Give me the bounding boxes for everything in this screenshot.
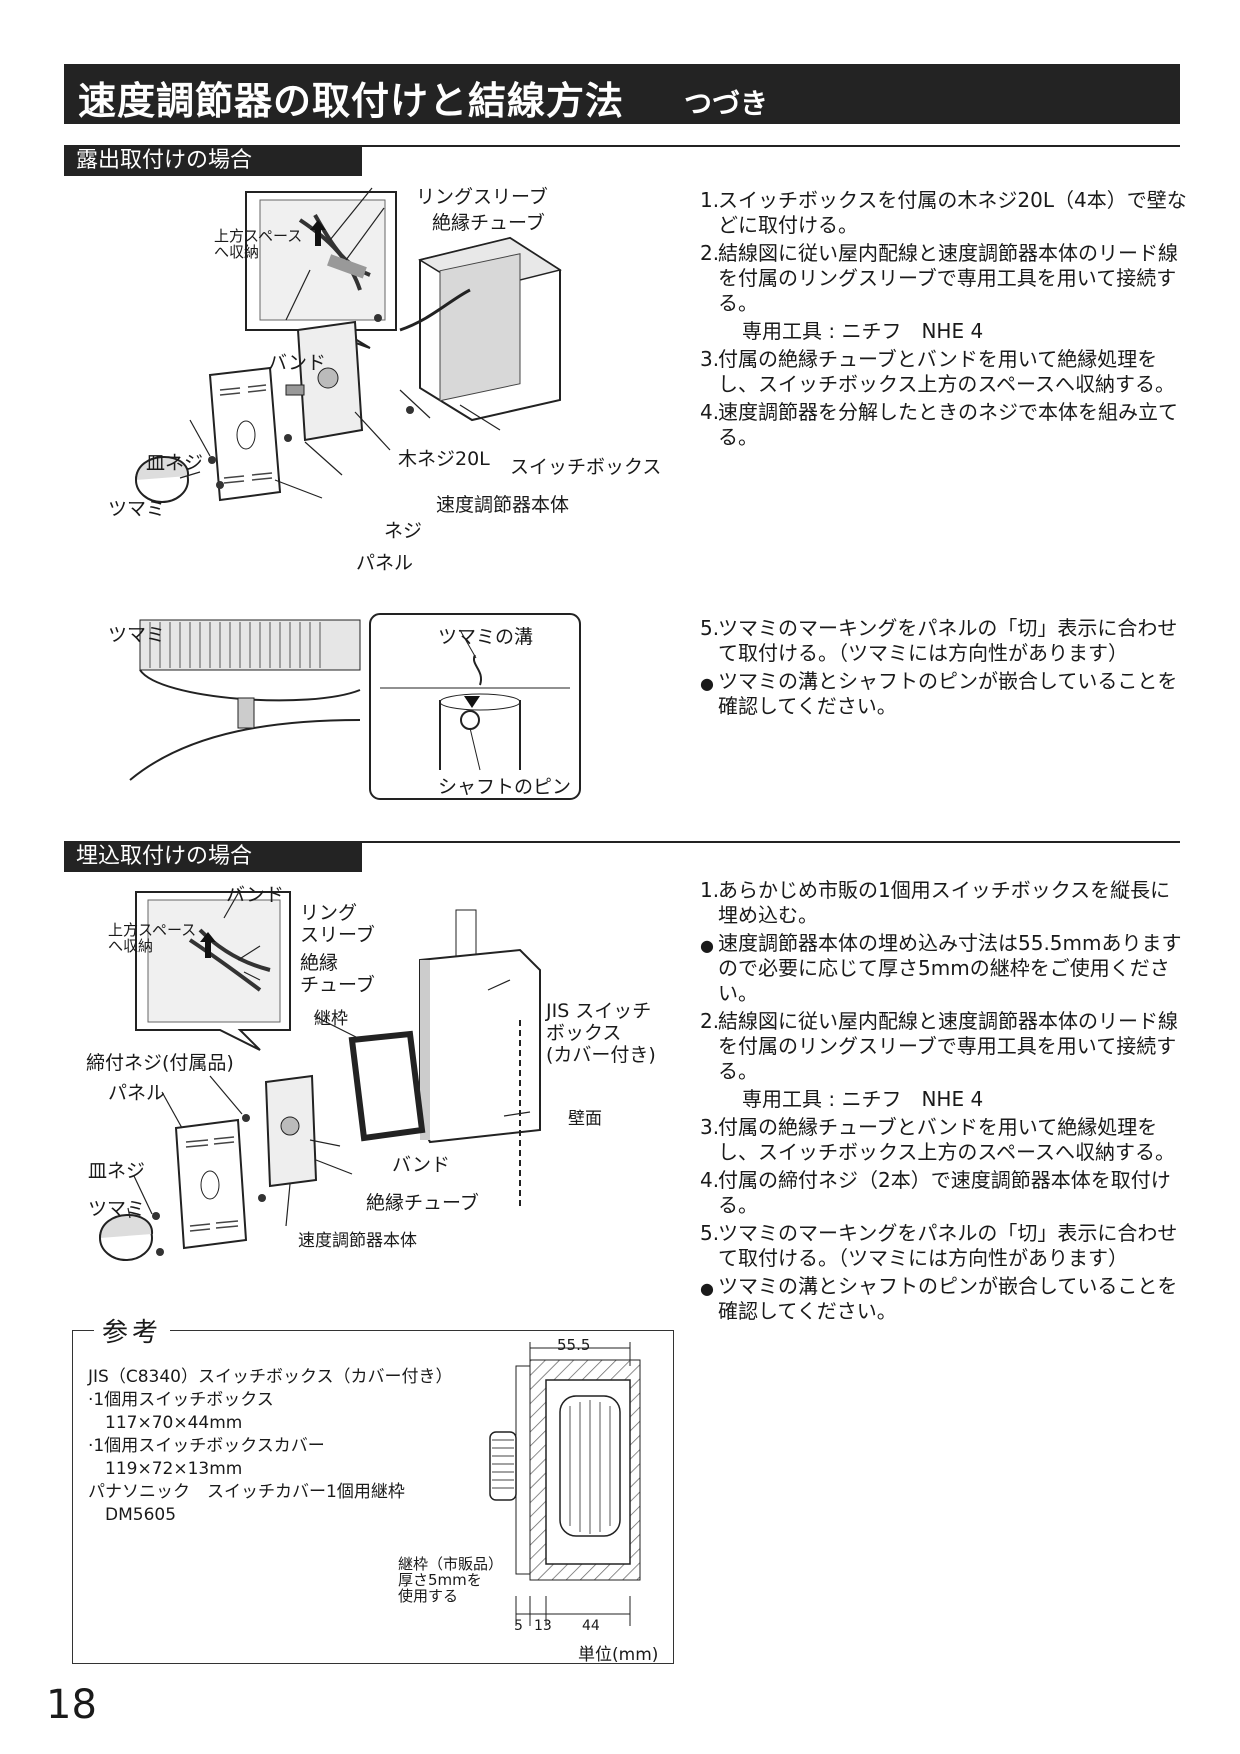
label-insulation-tube-3: 絶縁チューブ (366, 1192, 479, 1214)
label-ring-sleeve-2: リング スリーブ (300, 902, 375, 946)
dimension-44: 44 (582, 1618, 600, 1634)
label-knob: ツマミ (108, 498, 166, 520)
label-flat-screw-2: 皿ネジ (88, 1160, 146, 1182)
label-screw: ネジ (384, 520, 423, 542)
section-rule (64, 841, 1180, 843)
reference-line: JIS（C8340）スイッチボックス（カバー付き） (88, 1367, 453, 1387)
page-subtitle: つづき (684, 87, 769, 120)
reference-line: ·1個用スイッチボックス (88, 1390, 274, 1410)
label-controller-body: 速度調節器本体 (436, 494, 570, 516)
tool-note: 専用工具 : ニチフ NHE 4 (742, 319, 984, 343)
label-panel-2: パネル (108, 1082, 166, 1104)
dimension-5: 5 (514, 1618, 523, 1634)
knob-steps: 5.ツマミのマーキングをパネルの「切」表示に合わせて取付ける。（ツマミには方向性… (700, 616, 1190, 722)
reference-line: DM5605 (88, 1505, 177, 1525)
label-knob-2: ツマミ (88, 1198, 146, 1220)
label-upper-space-2: 上方スペース へ収納 (108, 921, 197, 955)
page-title-bar: 速度調節器の取付けと結線方法 つづき (64, 64, 1180, 124)
step-item: 3.付属の絶縁チューブとバンドを用いて絶縁処理をし、スイッチボックス上方のスペー… (700, 1115, 1175, 1164)
step-item: 5.ツマミのマーキングをパネルの「切」表示に合わせて取付ける。（ツマミには方向性… (700, 616, 1178, 665)
label-jis-box: JIS スイッチ ボックス (カバー付き) (546, 1000, 656, 1066)
label-fastening-screw: 締付ネジ(付属品) (86, 1052, 234, 1074)
label-upper-space: 上方スペース へ収納 (214, 227, 303, 261)
reference-box (72, 1330, 674, 1664)
step-item: 3.付属の絶縁チューブとバンドを用いて絶縁処理をし、スイッチボックス上方のスペー… (700, 347, 1175, 396)
dimension-drawing (489, 1342, 641, 1626)
step-item: 1.スイッチボックスを付属の木ネジ20L（4本）で壁などに取付ける。 (700, 188, 1187, 237)
surface-steps: 1.スイッチボックスを付属の木ネジ20L（4本）で壁などに取付ける。 2.結線図… (700, 188, 1190, 453)
label-band-top: バンド (226, 884, 284, 906)
tool-note: 専用工具 : ニチフ NHE 4 (742, 1087, 984, 1111)
flush-mount-illustration (99, 889, 541, 1261)
bullet-item: ●ツマミの溝とシャフトのピンが嵌合していることを確認してください。 (700, 669, 1178, 718)
dimension-total: 55.5 (557, 1336, 591, 1354)
label-panel: パネル (356, 552, 414, 574)
label-insulation-tube-2: 絶縁 チューブ (300, 952, 375, 996)
reference-line: パナソニック スイッチカバー1個用継枠 (88, 1482, 405, 1502)
reference-title: 参考 (94, 1312, 171, 1349)
dimension-13: 13 (534, 1618, 552, 1634)
frame-note: 継枠（市販品） 厚さ5mmを 使用する (398, 1555, 504, 1605)
label-knob-groove: ツマミの溝 (438, 626, 534, 648)
label-controller-body-2: 速度調節器本体 (298, 1231, 417, 1251)
label-ring-sleeve: リングスリーブ (416, 186, 548, 208)
label-frame: 継枠 (314, 1009, 348, 1029)
label-insulation-tube: 絶縁チューブ (432, 212, 545, 234)
step-item: 1.あらかじめ市販の1個用スイッチボックスを縦長に埋め込む。 (700, 878, 1171, 927)
surface-mount-illustration (135, 187, 562, 503)
step-item: 2.結線図に従い屋内配線と速度調節器本体のリード線を付属のリングスリーブで専用工… (700, 241, 1178, 315)
step-item: 2.結線図に従い屋内配線と速度調節器本体のリード線を付属のリングスリーブで専用工… (700, 1009, 1178, 1083)
label-band: バンド (268, 352, 326, 374)
knob-detail-illustration (129, 613, 581, 800)
reference-line: ·1個用スイッチボックスカバー (88, 1436, 325, 1456)
step-item: 4.速度調節器を分解したときのネジで本体を組み立てる。 (700, 400, 1178, 449)
section-rule (64, 145, 1180, 147)
step-item: 5.ツマミのマーキングをパネルの「切」表示に合わせて取付ける。（ツマミには方向性… (700, 1221, 1178, 1270)
bullet-item: ●ツマミの溝とシャフトのピンが嵌合していることを確認してください。 (700, 1274, 1178, 1323)
label-knob-detail: ツマミ (108, 624, 166, 646)
page-number: 18 (46, 1682, 97, 1728)
section-heading-surface: 露出取付けの場合 (64, 146, 362, 176)
label-switch-box: スイッチボックス (510, 456, 662, 478)
label-shaft-pin: シャフトのピン (438, 776, 572, 798)
reference-text: JIS（C8340）スイッチボックス（カバー付き） ·1個用スイッチボックス 1… (88, 1366, 452, 1527)
label-wall-surface: 壁面 (568, 1109, 602, 1129)
unit-label: 単位(mm) (578, 1645, 659, 1665)
step-item: 4.付属の締付ネジ（2本）で速度調節器本体を取付ける。 (700, 1168, 1171, 1217)
flush-steps: 1.あらかじめ市販の1個用スイッチボックスを縦長に埋め込む。 ●速度調節器本体の… (700, 878, 1190, 1327)
reference-line: 117×70×44mm (88, 1413, 243, 1433)
section-heading-flush: 埋込取付けの場合 (64, 842, 362, 872)
label-flat-screw: 皿ネジ (146, 452, 204, 474)
reference-line: 119×72×13mm (88, 1459, 243, 1479)
page-title: 速度調節器の取付けと結線方法 (78, 79, 625, 123)
bullet-item: ●速度調節器本体の埋め込み寸法は55.5mmありますので必要に応じて厚さ5mmの… (700, 931, 1182, 1005)
label-band-2: バンド (392, 1154, 450, 1176)
label-wood-screw: 木ネジ20L (398, 448, 490, 470)
